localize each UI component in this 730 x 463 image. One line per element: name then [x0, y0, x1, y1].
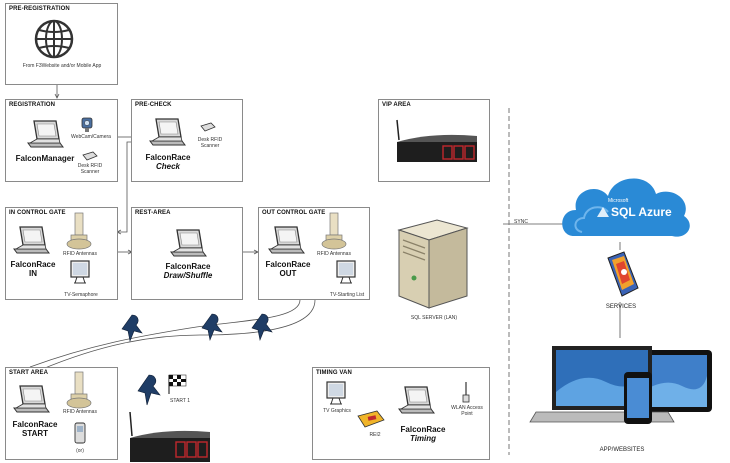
services-label: SERVICES	[605, 304, 637, 310]
display-box-icon	[396, 119, 477, 162]
cloud-name: SQL Azure	[611, 205, 672, 219]
tv-icon	[326, 381, 346, 405]
handheld-scanner-icon	[74, 422, 86, 444]
rest-area-app-label: FalconRace Draw/Shuffle	[148, 262, 228, 280]
wlan-label: WLAN Access Point	[451, 405, 483, 417]
rest-area-box: REST-AREA FalconRace Draw/Shuffle	[131, 207, 243, 300]
pre-registration-caption: From F3Website and/or Mobile App	[22, 63, 102, 69]
start1-label: START 1	[169, 398, 190, 404]
server-label: SQL SERVER (LAN)	[410, 315, 458, 321]
falcon-icon	[137, 374, 161, 406]
devices-label: APP/WEBSITES	[599, 447, 645, 453]
app-name: FalconRace	[165, 262, 211, 271]
laptop-icon	[170, 229, 207, 257]
webcam-icon	[81, 117, 93, 132]
registration-box: REGISTRATION FalconManager WebCam/Camera…	[5, 99, 118, 182]
rfid-antenna-label: RFID Antennas	[317, 251, 351, 257]
timing-van-box: TIMING VAN TV Graphics REI2 FalconRace T…	[312, 367, 490, 460]
app-sub: Draw/Shuffle	[163, 271, 213, 280]
or-label: (or)	[76, 448, 84, 454]
server-icon	[397, 219, 469, 309]
laptop-icon	[149, 118, 186, 146]
tv-label: TV-Starting List	[329, 292, 365, 298]
sql-azure-logo-icon	[597, 207, 609, 217]
devices-icon	[529, 346, 712, 424]
laptop-icon	[27, 120, 64, 148]
box-title: PRE-CHECK	[135, 102, 172, 108]
tv-icon	[336, 260, 356, 284]
app-name: FalconRace	[145, 153, 191, 162]
wlan-access-point-icon	[462, 382, 470, 403]
box-title: REGISTRATION	[9, 102, 56, 108]
app-name: FalconRace	[265, 260, 311, 269]
rfid-antenna-label: RFID Antennas	[63, 409, 97, 415]
rei2-device-icon	[357, 410, 385, 428]
timing-app-label: FalconRace Timing	[393, 425, 453, 443]
app-name: FalconRace	[12, 420, 58, 429]
sync-label: SYNC	[514, 219, 528, 225]
app-sub: START	[21, 429, 49, 438]
rfid-scanner-icon	[82, 151, 98, 161]
rfid-antenna-icon	[66, 212, 92, 250]
tv-graphics-label: TV Graphics	[323, 408, 351, 414]
falcon-icon	[201, 313, 223, 342]
rfid-scanner-label: Desk RFID Scanner	[77, 163, 103, 175]
rfid-scanner-label: Desk RFID Scanner	[197, 137, 223, 149]
box-title: TIMING VAN	[316, 370, 352, 376]
laptop-icon	[13, 385, 50, 413]
app-sub: Check	[155, 162, 180, 171]
tv-label: TV-Semaphore	[64, 292, 98, 298]
registration-app-label: FalconManager	[15, 154, 75, 163]
out-gate-app-label: FalconRace OUT	[262, 260, 314, 278]
in-gate-app-label: FalconRace IN	[9, 260, 57, 278]
tv-icon	[70, 260, 90, 284]
out-control-gate-box: OUT CONTROL GATE FalconRace OUT RFID Ant…	[258, 207, 370, 300]
rfid-antenna-icon	[66, 371, 92, 409]
app-sub: Timing	[409, 434, 437, 443]
box-title: VIP AREA	[382, 102, 411, 108]
box-title: START AREA	[9, 370, 48, 376]
start-area-box: START AREA FalconRace START RFID Antenna…	[5, 367, 118, 460]
rfid-antenna-label: RFID Antennas	[63, 251, 97, 257]
pre-check-box: PRE-CHECK FalconRace Check Desk RFID Sca…	[131, 99, 243, 182]
box-title: PRE-REGISTRATION	[9, 6, 70, 12]
webcam-label: WebCam/Camera	[71, 134, 111, 140]
app-sub: OUT	[279, 269, 297, 278]
start-app-label: FalconRace START	[9, 420, 61, 438]
rfid-scanner-icon	[200, 122, 216, 132]
box-title: REST-AREA	[135, 210, 171, 216]
cloud-icon	[562, 178, 690, 237]
laptop-icon	[268, 226, 305, 254]
app-name: FalconRace	[10, 260, 56, 269]
cloud-brand: Microsoft	[608, 198, 629, 204]
app-name: FalconRace	[400, 425, 446, 434]
services-icon	[607, 251, 639, 297]
rei2-label: REI2	[369, 432, 381, 438]
checkered-flag-icon	[168, 374, 187, 394]
in-control-gate-box: IN CONTROL GATE FalconRace IN RFID Anten…	[5, 207, 118, 300]
pre-registration-box: PRE-REGISTRATION From F3Website and/or M…	[5, 3, 118, 85]
rfid-antenna-icon	[321, 212, 347, 250]
falcon-icon	[121, 314, 143, 343]
box-title: OUT CONTROL GATE	[262, 210, 326, 216]
laptop-icon	[398, 386, 435, 414]
vip-area-box: VIP AREA	[378, 99, 490, 182]
box-title: IN CONTROL GATE	[9, 210, 66, 216]
display-box-icon	[129, 411, 210, 462]
falcon-icon	[251, 313, 273, 342]
laptop-icon	[13, 226, 50, 254]
pre-check-app-label: FalconRace Check	[138, 153, 198, 171]
globe-icon	[34, 19, 74, 59]
app-sub: IN	[29, 269, 37, 278]
